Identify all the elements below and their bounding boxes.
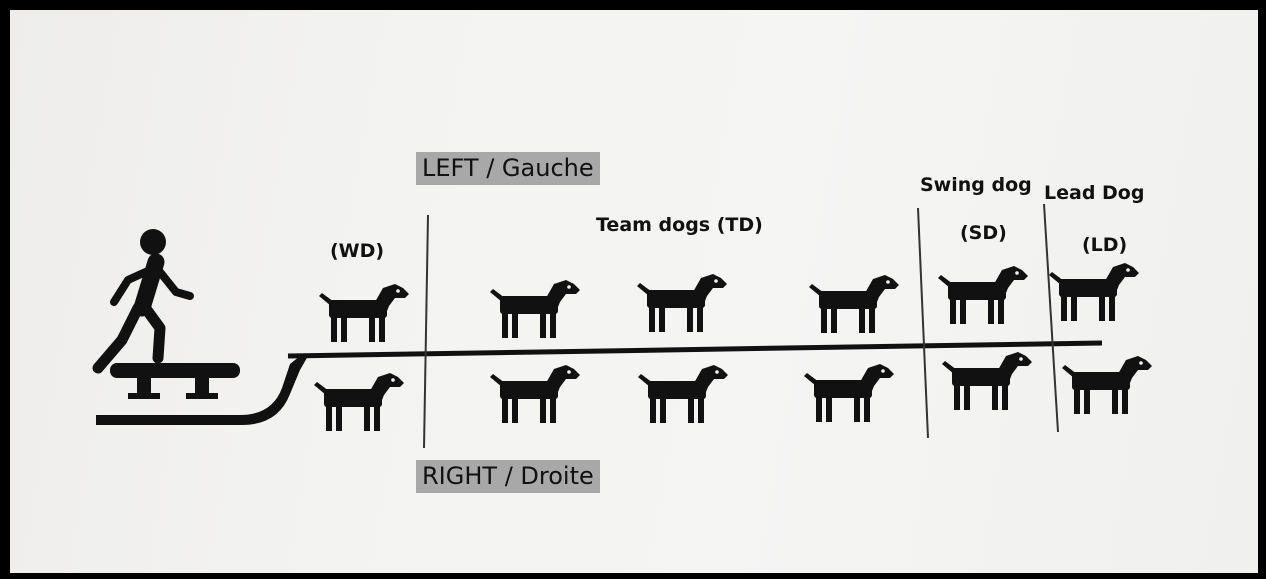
dog-icon-left-sd: [938, 266, 1028, 324]
lead-dog-title: Lead Dog: [1044, 182, 1145, 204]
dog-icon-right-td-1: [490, 365, 580, 423]
right-side-label: RIGHT / Droite: [416, 460, 600, 493]
left-side-label: LEFT / Gauche: [416, 152, 600, 185]
sled-icon: [96, 356, 308, 425]
divider-team-swing: [917, 207, 929, 439]
sled-dog-team-diagram: [92, 203, 1152, 449]
dog-icon-right-ld: [1062, 356, 1152, 414]
lead-dog-abbr: (LD): [1082, 234, 1128, 256]
swing-dog-abbr: (SD): [960, 222, 1007, 244]
dog-icon-right-td-2: [638, 365, 728, 423]
dog-icon-left-ld: [1049, 263, 1139, 321]
musher-icon: [92, 229, 194, 374]
dog-icon-left-td-2: [637, 274, 727, 332]
team-dogs-label: Team dogs (TD): [596, 214, 763, 236]
swing-dog-title: Swing dog: [920, 174, 1032, 196]
dog-icon-left-td-3: [809, 275, 899, 333]
divider-swing-lead: [1043, 203, 1059, 433]
dog-icon-right-wd: [314, 373, 404, 431]
dog-icon-left-wd: [319, 284, 409, 342]
dog-icon-left-td-1: [490, 280, 580, 338]
dog-icon-right-sd: [942, 352, 1032, 410]
divider-wheel-team: [423, 214, 429, 449]
wheel-dog-abbr: (WD): [330, 240, 385, 262]
dog-icon-right-td-3: [804, 364, 894, 422]
gangline: [287, 340, 1103, 359]
paper-sheet: LEFT / Gauche RIGHT / Droite Team dogs (…: [10, 10, 1258, 573]
